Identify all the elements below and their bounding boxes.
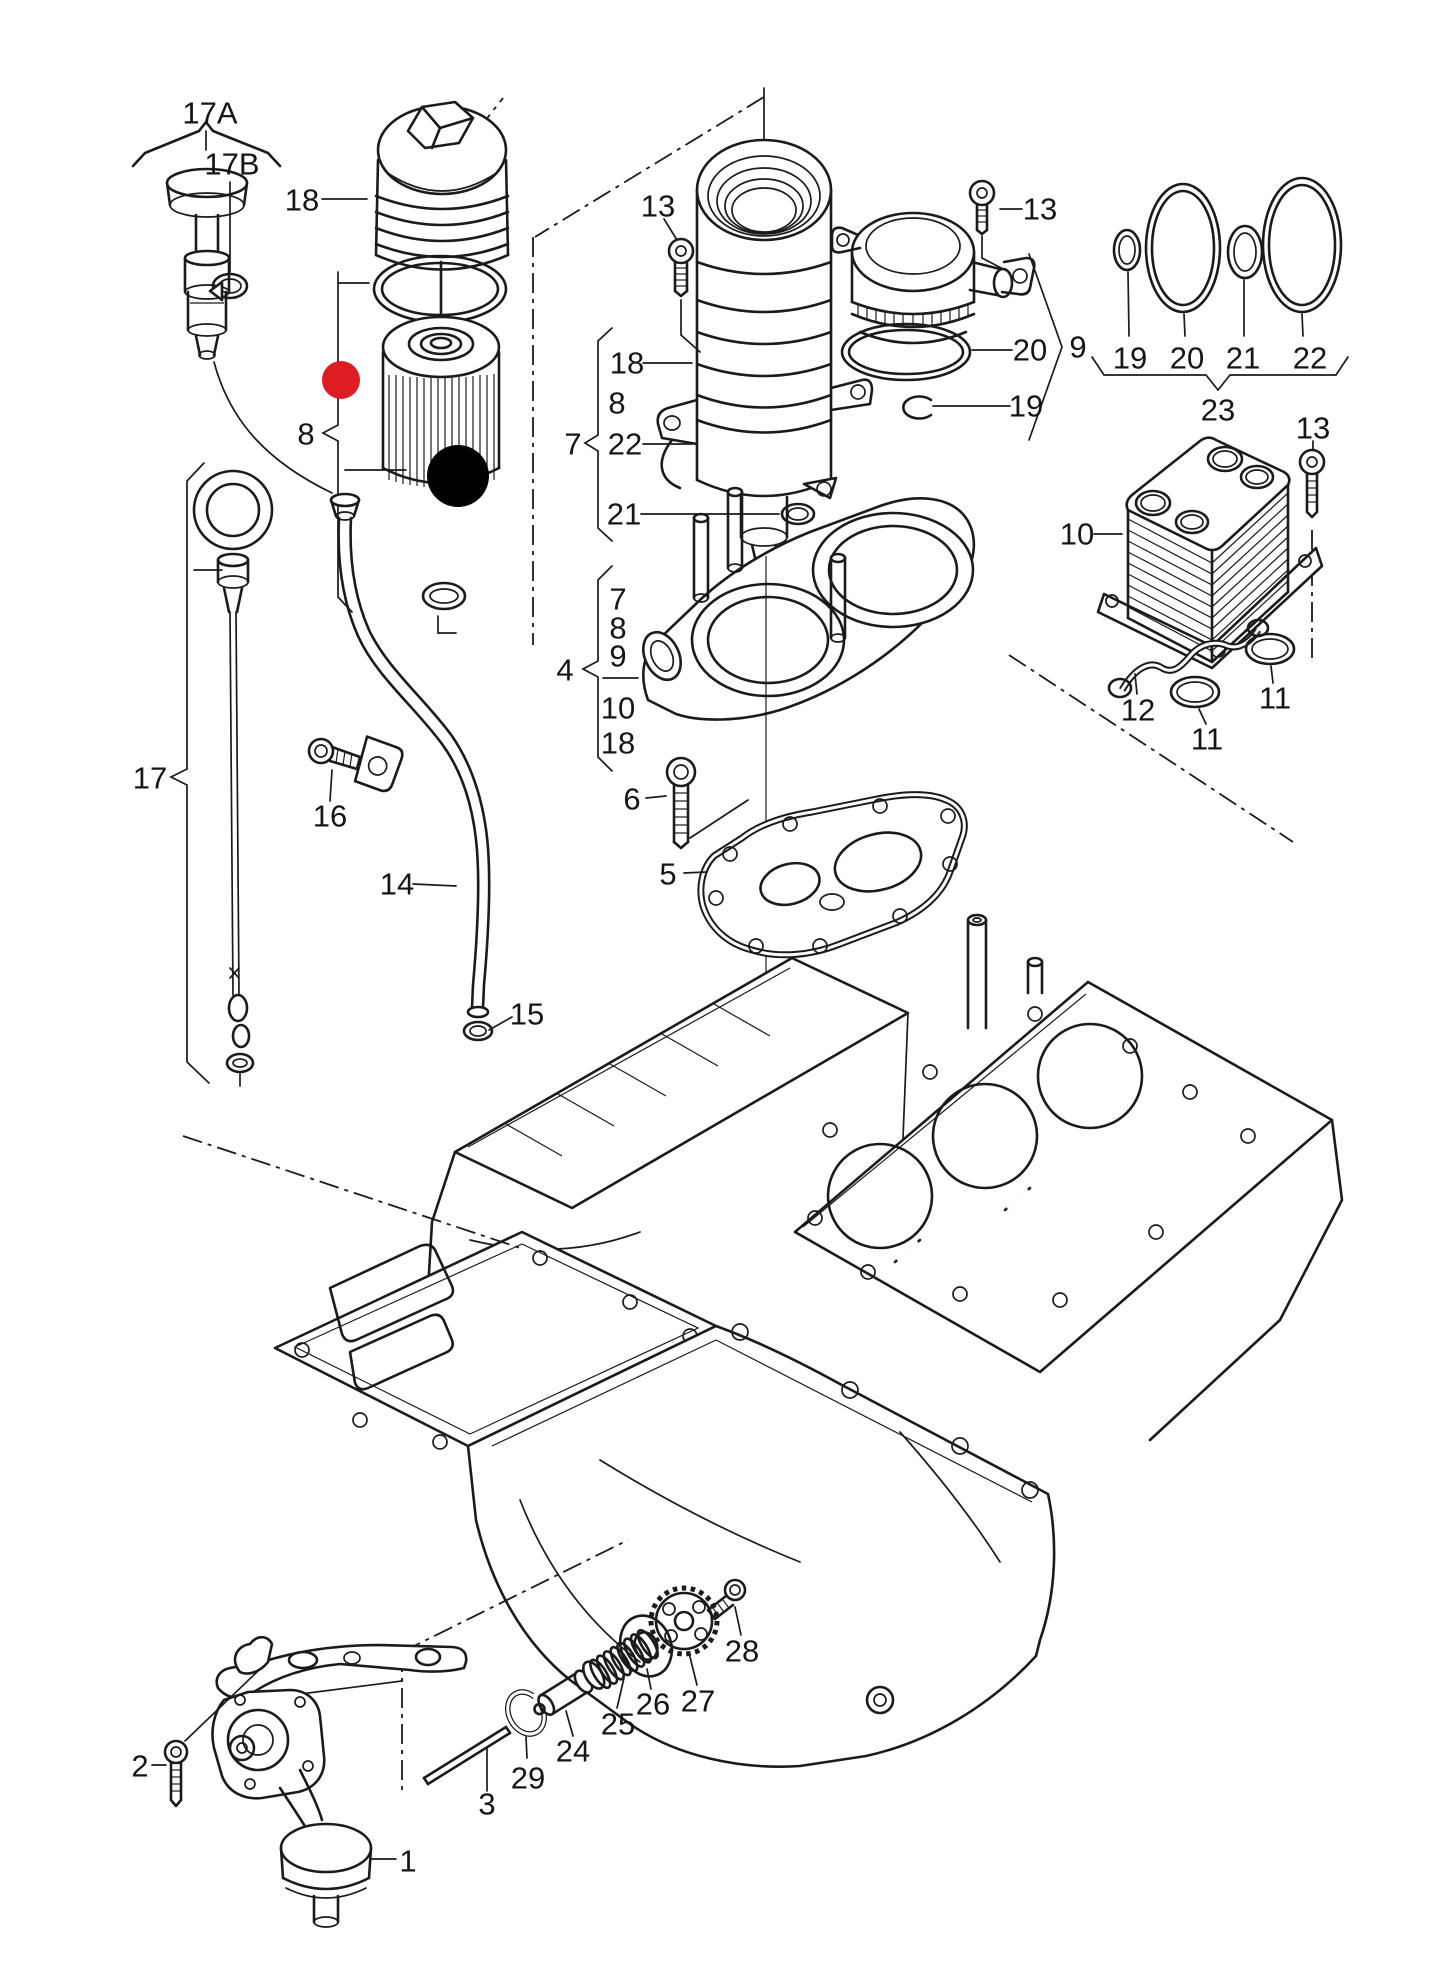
callout-26-washer: 26 <box>636 1687 670 1722</box>
callout-27-sprocket: 27 <box>681 1684 715 1719</box>
filter-housing-part-7 <box>656 87 874 567</box>
callout-19-row: 19 <box>1113 341 1147 376</box>
callout-17a: 17A <box>182 96 237 131</box>
callout-13-right: 13 <box>1023 192 1057 227</box>
filter-bracket-part-4 <box>642 476 976 721</box>
black-dot-marker <box>427 445 489 507</box>
callout-19-clip: 19 <box>1009 389 1043 424</box>
callout-2-screw: 2 <box>131 1749 148 1784</box>
callout-28-screw: 28 <box>725 1634 759 1669</box>
callout-10-cooler: 10 <box>1060 517 1094 552</box>
callout-1-pump: 1 <box>399 1844 416 1879</box>
callout-labels: 17A 17B 18 8 13 18 8 7 22 21 13 20 9 19 … <box>131 96 1330 1879</box>
knurl-band <box>857 304 969 328</box>
callout-18-cap: 18 <box>285 183 319 218</box>
gasket-part-5 <box>683 791 968 959</box>
dipstick-part-17 <box>169 462 274 1087</box>
seal-ring-17b <box>208 181 249 302</box>
callout-15-seal: 15 <box>510 997 544 1032</box>
filter-element-part-8 <box>381 260 501 634</box>
callout-4-group: 4 <box>556 653 573 688</box>
red-dot-marker <box>322 361 360 399</box>
oring-parts-11 <box>1169 632 1296 725</box>
screw-part-28 <box>706 1578 747 1636</box>
callout-21-item: 21 <box>607 497 641 532</box>
screw-part-2 <box>151 1670 259 1808</box>
bracket-studs <box>692 486 847 643</box>
filter-cap-part-18 <box>321 100 510 271</box>
callout-21-row: 21 <box>1226 341 1260 376</box>
filter-bracket-8 <box>321 271 407 613</box>
screw-part-16 <box>307 737 362 802</box>
guide-tube-part-14 <box>329 492 491 1019</box>
callout-11-b: 11 <box>1191 722 1223 757</box>
callout-5-gasket: 5 <box>659 857 676 892</box>
callout-22-row: 22 <box>1293 341 1327 376</box>
piston-part-24 <box>533 1660 606 1737</box>
callout-8-item: 8 <box>608 386 625 421</box>
callout-20-ring: 20 <box>1013 333 1047 368</box>
callout-7-group: 7 <box>564 427 581 462</box>
callout-17b: 17B <box>204 147 259 182</box>
screw-part-13-mid <box>663 218 701 353</box>
group-9-bracket <box>1028 253 1063 441</box>
separator-part-9 <box>830 211 1036 345</box>
oil-cooler-part-10 <box>1093 436 1324 670</box>
head-gasket <box>793 980 1334 1374</box>
callout-17-stick: 17 <box>133 761 167 796</box>
callout-12-gasket: 12 <box>1121 693 1155 728</box>
callout-11-a: 11 <box>1259 681 1291 716</box>
callout-10-item: 10 <box>601 691 635 726</box>
callout-13-mid: 13 <box>641 189 675 224</box>
callout-22-item: 22 <box>608 427 642 462</box>
rod-part-3 <box>422 1725 512 1792</box>
oring-part-20 <box>840 322 1013 382</box>
callout-13-far: 13 <box>1296 411 1330 446</box>
callout-14-tube: 14 <box>380 867 414 902</box>
callout-8-item2: 8 <box>609 611 626 646</box>
callout-24-piston: 24 <box>556 1734 590 1769</box>
screw-part-13-far <box>1298 440 1326 519</box>
valve-part-17a <box>131 120 333 494</box>
callout-9-group: 9 <box>1069 330 1086 365</box>
screw-part-6 <box>645 756 749 850</box>
circlip-part-19 <box>902 395 1011 420</box>
oring-part-21-mid <box>640 502 816 526</box>
callout-23-group: 23 <box>1201 393 1235 428</box>
callout-20-row: 20 <box>1170 341 1204 376</box>
screw-part-13-right <box>968 179 1023 272</box>
group-brackets <box>581 327 693 772</box>
callout-8-left: 8 <box>297 417 314 452</box>
callout-18-item: 18 <box>610 346 644 381</box>
callout-9-item: 9 <box>609 639 626 674</box>
callout-3-rod: 3 <box>478 1787 495 1822</box>
seal-kit-23 <box>1091 176 1349 392</box>
callout-6-screw: 6 <box>623 782 640 817</box>
sprocket-part-27 <box>648 1585 720 1686</box>
seal-part-15 <box>462 1016 513 1042</box>
callout-25-spring: 25 <box>601 1707 635 1742</box>
callout-29-clip: 29 <box>511 1761 545 1796</box>
cooler-plates <box>1126 480 1290 664</box>
callout-16-screw: 16 <box>313 799 347 834</box>
callout-7-item: 7 <box>609 582 626 617</box>
callout-18-item2: 18 <box>601 726 635 761</box>
oil-pump-part-1 <box>211 1635 468 1928</box>
